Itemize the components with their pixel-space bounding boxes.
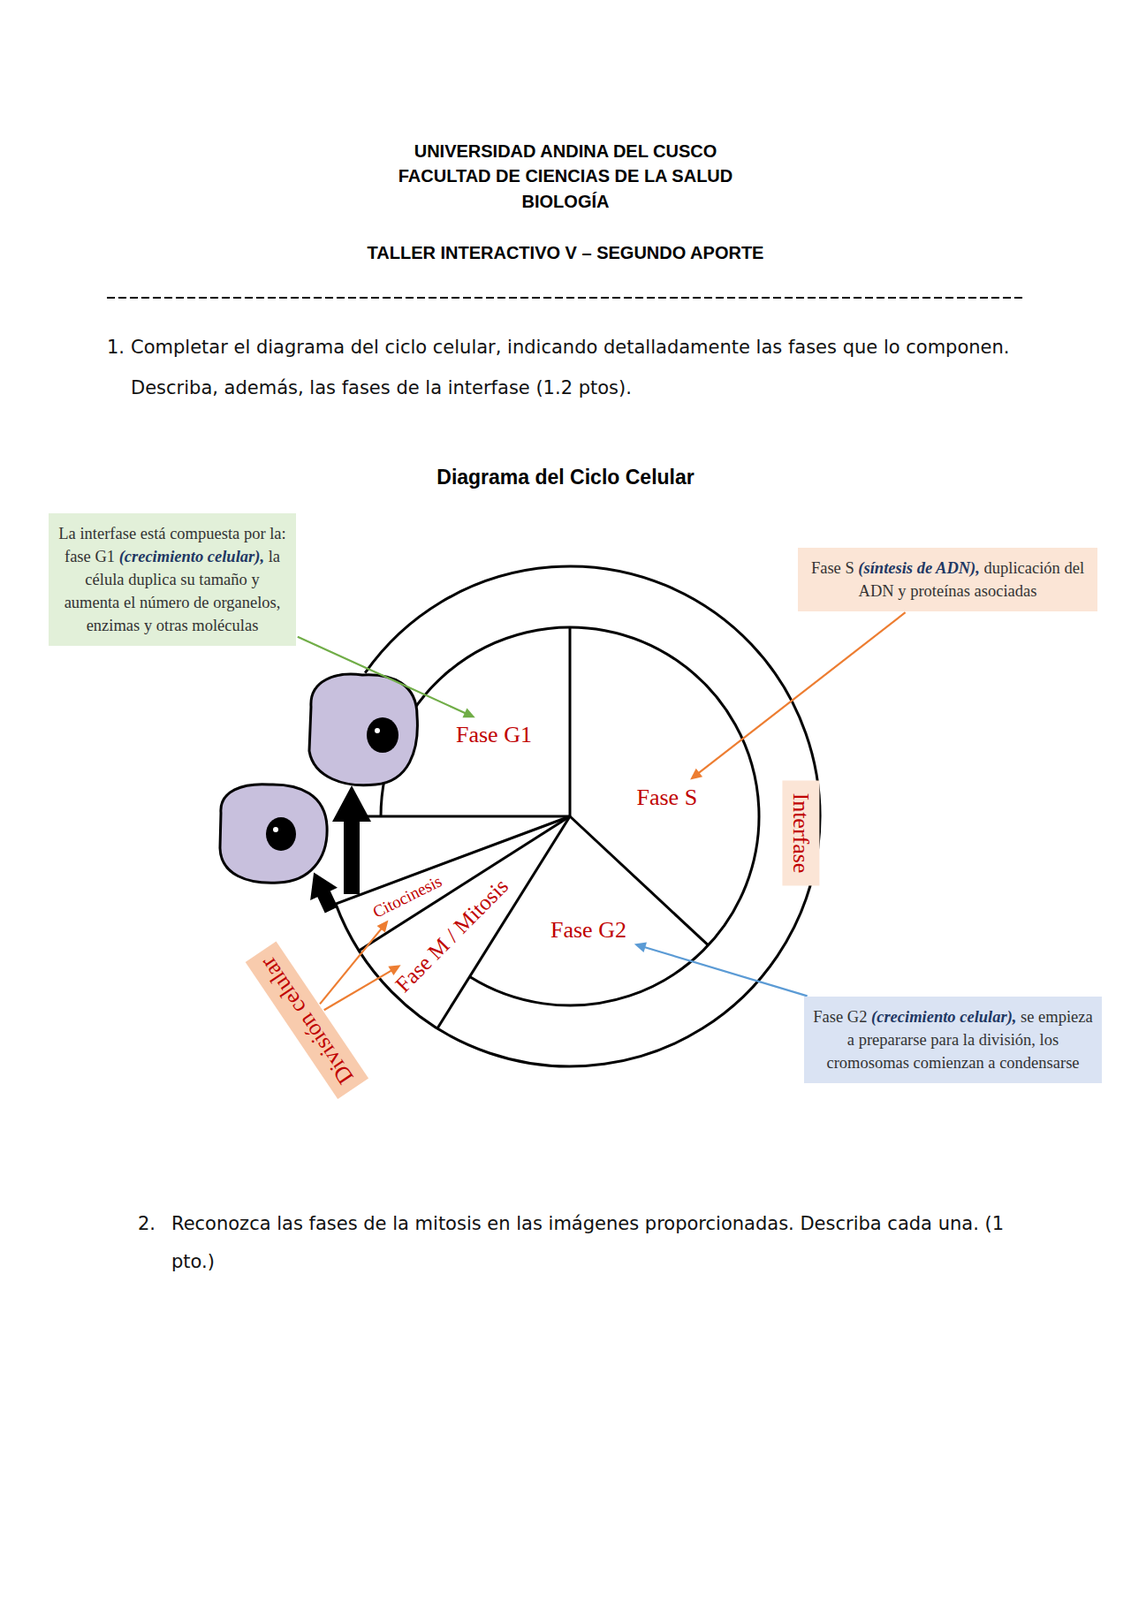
node-text: (síntesis de ADN), bbox=[857, 559, 980, 577]
question-number: 2. bbox=[137, 1205, 170, 1244]
header-line: TALLER INTERACTIVO V – SEGUNDO APORTE bbox=[0, 240, 1131, 266]
arrow-connector bbox=[297, 637, 476, 719]
arrow-connector bbox=[690, 612, 905, 780]
node-text: Fase S bbox=[637, 784, 699, 811]
node-text: Fase G2 bbox=[550, 917, 627, 943]
cell-nucleus bbox=[265, 817, 297, 851]
daughter-cell bbox=[220, 784, 327, 883]
header-line: UNIVERSIDAD ANDINA DEL CUSCO bbox=[0, 138, 1131, 164]
stage-band-label: Interfase bbox=[781, 780, 820, 886]
connector-line bbox=[297, 637, 467, 714]
node-text: Fase S bbox=[811, 559, 855, 577]
node-text: Fase G2 bbox=[812, 1008, 867, 1026]
header-line: BIOLOGÍA bbox=[0, 189, 1131, 214]
nucleus-highlight bbox=[374, 728, 380, 734]
cell-nucleus bbox=[366, 717, 399, 753]
node-text: División celular bbox=[254, 952, 358, 1089]
phase-sector: Citocinesis bbox=[366, 869, 448, 926]
arrow-head bbox=[690, 768, 703, 781]
arrow-head bbox=[634, 942, 647, 953]
connector-line bbox=[643, 947, 807, 997]
node-text: (crecimiento celular), bbox=[871, 1008, 1017, 1026]
node-text: Fase G1 bbox=[455, 721, 532, 748]
division-arrow bbox=[332, 785, 372, 895]
division-arrow bbox=[300, 865, 346, 917]
connector-line bbox=[698, 612, 906, 775]
phase-sector: Fase G2 bbox=[546, 914, 631, 947]
node-text: Interfase bbox=[788, 792, 814, 873]
connector-line bbox=[324, 970, 393, 1010]
node-text: Citocinesis bbox=[369, 871, 445, 921]
nucleus-highlight bbox=[273, 827, 279, 833]
callout-box: Fase G2 (crecimiento celular), se empiez… bbox=[804, 996, 1102, 1084]
connector-line bbox=[319, 927, 382, 1004]
question-text: Reconozca las fases de la mitosis en las… bbox=[171, 1205, 1047, 1282]
arrow-head bbox=[377, 920, 389, 934]
phase-sector: Fase S bbox=[632, 781, 703, 814]
callout-box: La interfase está compuesta por la: fase… bbox=[48, 513, 297, 646]
sector-line bbox=[335, 816, 570, 904]
diagram-title: Diagrama del Ciclo Celular bbox=[0, 463, 1131, 491]
sector-line bbox=[359, 815, 570, 819]
daughter-cell bbox=[309, 674, 418, 786]
header-line: FACULTAD DE CIENCIAS DE LA SALUD bbox=[0, 163, 1131, 189]
node-text: (crecimiento celular), bbox=[119, 547, 265, 566]
callout-box: Fase S (síntesis de ADN), duplicación de… bbox=[797, 547, 1098, 612]
arrow-connector bbox=[324, 964, 402, 1010]
arrow-connector bbox=[634, 942, 808, 997]
arrow-head bbox=[462, 707, 475, 718]
stage-label-box: División celular bbox=[244, 941, 368, 1100]
dashed-rule bbox=[106, 296, 1024, 299]
phase-sector: Fase G1 bbox=[451, 719, 537, 752]
outer-ring bbox=[335, 566, 820, 1067]
sector-line bbox=[569, 627, 572, 817]
question-number: 1. bbox=[106, 326, 134, 368]
question-text: Completar el diagrama del ciclo celular,… bbox=[130, 326, 1015, 409]
